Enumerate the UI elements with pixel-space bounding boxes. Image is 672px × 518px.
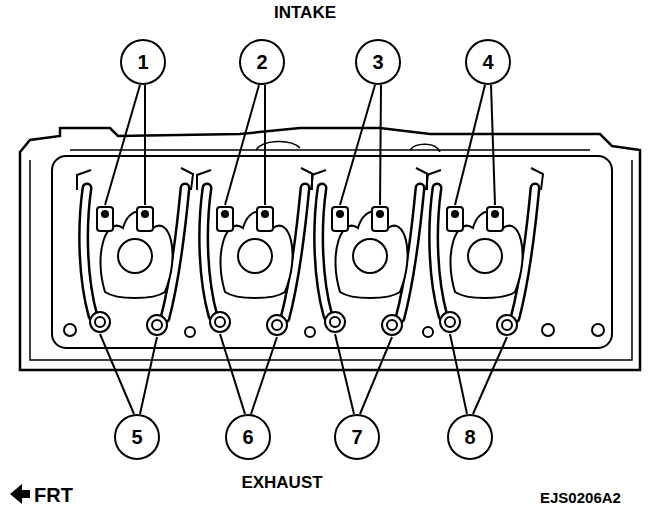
callout-circle: 8 — [447, 414, 493, 460]
callout-circle: 1 — [120, 39, 166, 85]
callout-number: 2 — [256, 52, 267, 72]
callout-number: 7 — [351, 427, 362, 447]
callout-circle: 3 — [355, 39, 401, 85]
callout-number: 1 — [137, 52, 148, 72]
callout-number: 3 — [372, 52, 383, 72]
callout-circle: 5 — [114, 414, 160, 460]
callout-circle: 2 — [239, 39, 285, 85]
callout-circle: 4 — [465, 39, 511, 85]
callout-number: 5 — [131, 427, 142, 447]
direction-label: FRT — [34, 484, 73, 506]
callout-circle: 6 — [225, 414, 271, 460]
callout-number: 4 — [482, 52, 493, 72]
figure-code: EJS0206A2 — [540, 490, 621, 507]
section-label: EXHAUST — [241, 474, 322, 493]
callout-number: 8 — [464, 427, 475, 447]
callout-number: 6 — [242, 427, 253, 447]
callout-circle: 7 — [334, 414, 380, 460]
section-label: INTAKE — [274, 4, 336, 23]
